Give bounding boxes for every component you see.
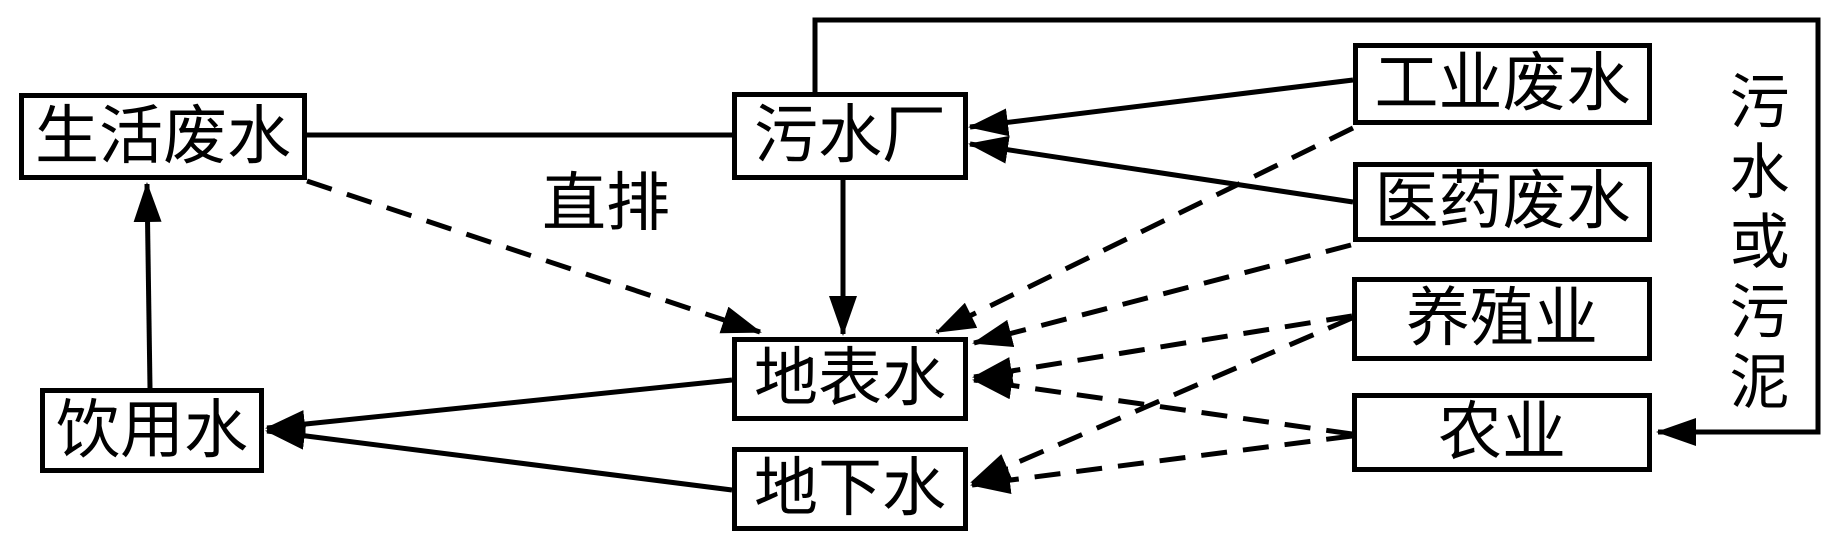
edge-groundwater-to-drinking-water bbox=[265, 421, 733, 493]
node-sewage-plant: 污水厂 bbox=[732, 92, 968, 180]
edge-industrial-to-surface-water bbox=[935, 125, 1355, 335]
edge-pharma-to-surface-water bbox=[972, 242, 1352, 347]
node-domestic-wastewater: 生活废水 bbox=[19, 93, 307, 180]
edge-drinking-water-to-domestic bbox=[133, 182, 162, 389]
node-industrial-wastewater: 工业废水 bbox=[1353, 43, 1652, 125]
edge-industrial-to-plant bbox=[968, 77, 1354, 137]
label-sewage-or-sludge: 污水或污泥 bbox=[1721, 70, 1787, 420]
edge-plant-to-agriculture-sludge-route bbox=[812, 17, 1821, 446]
edge-surface-water-to-drinking-water bbox=[265, 377, 733, 439]
edge-pharma-to-plant bbox=[968, 135, 1354, 205]
label-direct-discharge: 直排 bbox=[542, 168, 670, 239]
edge-aquaculture-to-surface-water bbox=[972, 313, 1353, 385]
node-surface-water: 地表水 bbox=[732, 337, 968, 421]
node-aquaculture: 养殖业 bbox=[1352, 277, 1652, 361]
node-drinking-water: 饮用水 bbox=[40, 388, 264, 473]
node-agriculture: 农业 bbox=[1352, 393, 1652, 472]
edge-agriculture-to-surface-water bbox=[972, 371, 1353, 437]
edge-domestic-direct-to-surface-water bbox=[306, 178, 762, 335]
edge-agriculture-to-groundwater bbox=[970, 433, 1353, 495]
edge-aquaculture-to-groundwater bbox=[970, 315, 1353, 485]
node-pharmaceutical-wastewater: 医药废水 bbox=[1353, 162, 1652, 242]
node-groundwater: 地下水 bbox=[732, 447, 968, 531]
